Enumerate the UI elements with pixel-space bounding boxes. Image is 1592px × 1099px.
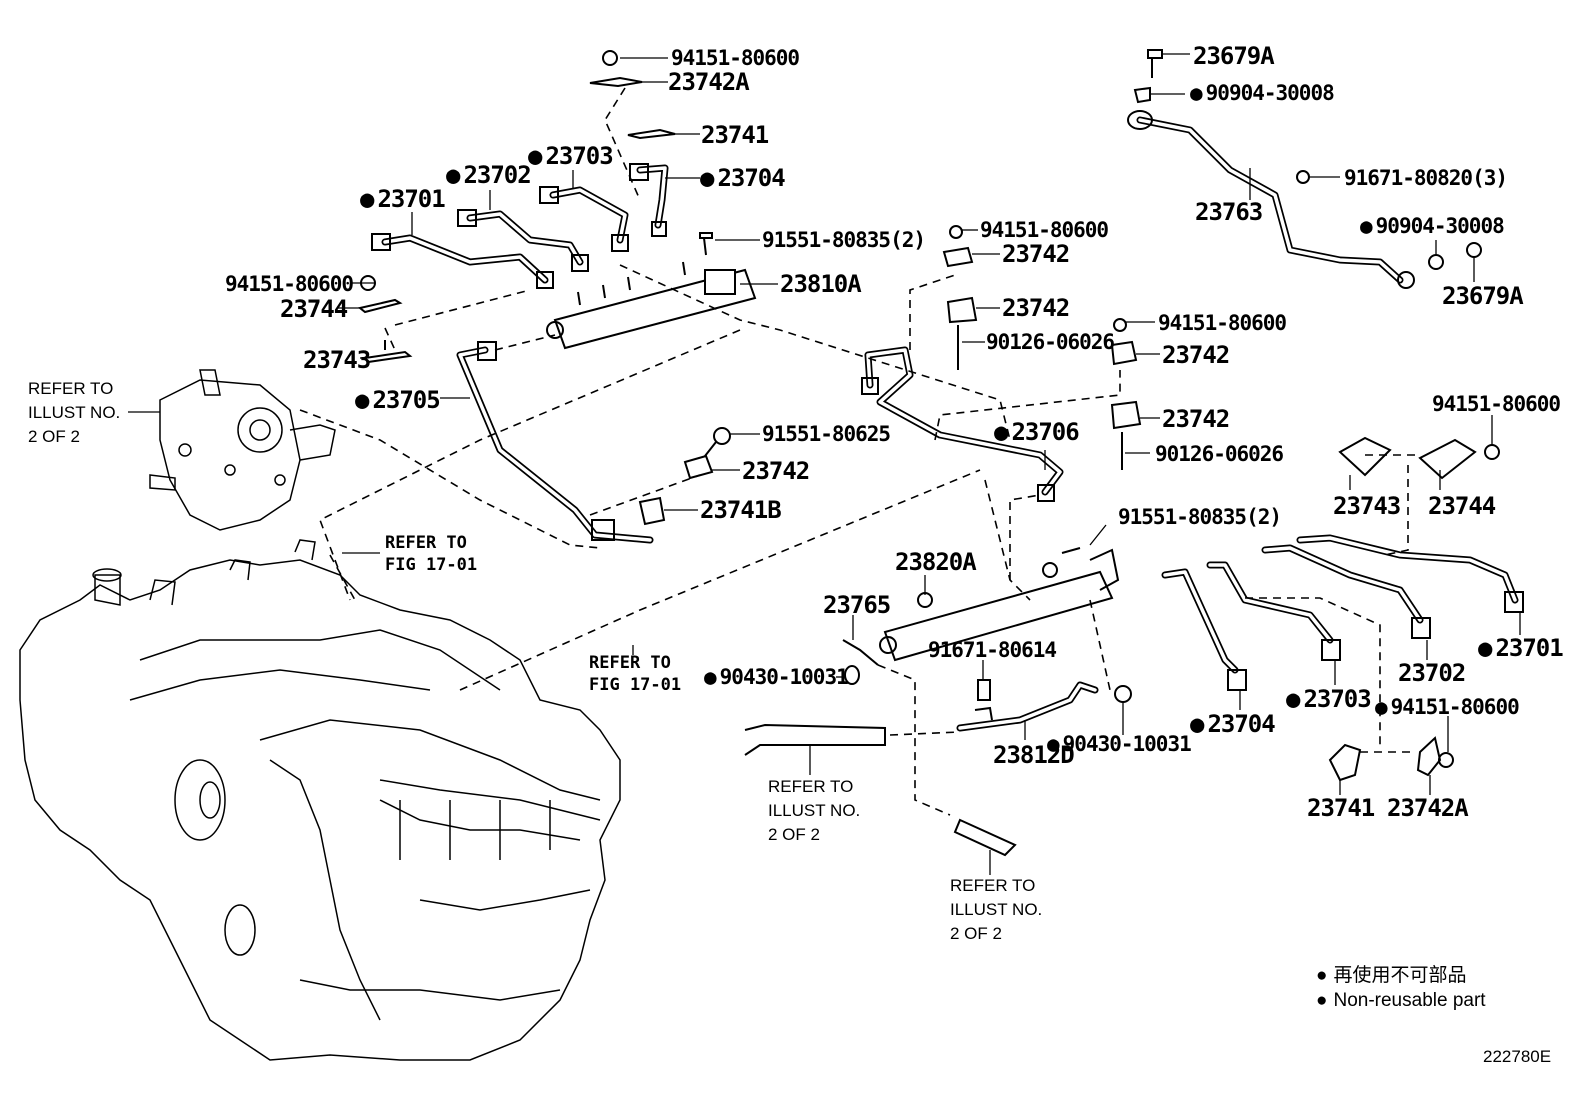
part-label-94151-80600[interactable]: 94151-80600 — [225, 272, 354, 296]
ref-line: REFER TO — [385, 533, 467, 553]
clamp-parts-right-drawing — [1338, 436, 1500, 480]
fitting-23765-drawing — [842, 639, 879, 685]
part-label-23742[interactable]: 23742 — [1002, 240, 1070, 268]
pipe-23763-drawing — [1127, 49, 1482, 289]
clamp-parts-left-drawing — [357, 275, 413, 364]
ref-line: 2 OF 2 — [768, 825, 820, 844]
part-label-91551-80625[interactable]: 91551-80625 — [762, 422, 891, 446]
ref-line: ILLUST NO. — [950, 900, 1043, 919]
part-label-90430-10031[interactable]: 90430-10031 — [1047, 734, 1192, 755]
part-label-23701[interactable]: 23701 — [360, 187, 445, 211]
figure-id: 222780E — [1483, 1047, 1552, 1066]
legend-item-non-reusable: Non-reusable part — [1316, 988, 1485, 1013]
part-label-94151-80600[interactable]: 94151-80600 — [1432, 392, 1561, 416]
ref-line: ILLUST NO. — [768, 801, 861, 820]
part-label-23742A[interactable]: 23742A — [1387, 794, 1469, 822]
supply-pump-illustration — [149, 369, 336, 531]
part-label-94151-80600[interactable]: 94151-80600 — [671, 46, 800, 70]
fig-reference-upper[interactable]: REFER TO FIG 17-01 — [385, 532, 477, 576]
part-label-90904-30008[interactable]: 90904-30008 — [1190, 83, 1335, 104]
part-label-90126-06026[interactable]: 90126-06026 — [986, 330, 1115, 354]
ref-line: REFER TO — [950, 876, 1036, 895]
legend-item-japanese: 再使用不可部品 — [1316, 963, 1486, 988]
fuel-rail-23810A-drawing — [546, 261, 757, 350]
pipe-23812D-drawing — [956, 679, 1132, 732]
engine-block-illustration — [19, 539, 621, 1061]
part-label-23741[interactable]: 23741 — [701, 121, 769, 149]
ref-line: REFER TO — [768, 777, 854, 796]
part-label-23679A[interactable]: 23679A — [1193, 42, 1275, 70]
ref-line: FIG 17-01 — [385, 555, 478, 575]
part-label-23743[interactable]: 23743 — [1333, 492, 1401, 520]
ref-line: REFER TO — [28, 379, 114, 398]
part-label-94151-80600[interactable]: 94151-80600 — [980, 218, 1109, 242]
part-label-23702[interactable]: 23702 — [1398, 659, 1466, 687]
part-label-94151-80600[interactable]: 94151-80600 — [1158, 311, 1287, 335]
injection-pipe-23704-right-drawing — [1161, 568, 1247, 691]
injection-pipe-23702-drawing — [457, 209, 589, 272]
part-label-23744[interactable]: 23744 — [280, 295, 348, 323]
part-label-23705[interactable]: 23705 — [355, 388, 440, 412]
injection-pipe-23703-drawing — [539, 186, 629, 252]
bolt-91551-80835-top-drawing — [699, 232, 713, 256]
part-label-94151-80600[interactable]: 94151-80600 — [1375, 697, 1520, 718]
hose-left-drawing — [744, 723, 886, 756]
part-label-23741[interactable]: 23741 — [1307, 794, 1375, 822]
injection-pipe-23705-drawing — [456, 341, 654, 544]
legend: 再使用不可部品 Non-reusable part — [1316, 963, 1486, 1013]
hose-reference-left: REFER TO ILLUST NO. 2 OF 2 — [768, 775, 860, 847]
ref-line: 2 OF 2 — [28, 427, 80, 446]
ref-line: FIG 17-01 — [589, 675, 682, 695]
part-label-91551-80835[interactable]: 91551-80835(2) — [762, 228, 926, 252]
part-label-23704[interactable]: 23704 — [1190, 712, 1275, 736]
part-label-23706[interactable]: 23706 — [994, 420, 1079, 444]
part-label-23765[interactable]: 23765 — [823, 591, 891, 619]
part-label-23701[interactable]: 23701 — [1478, 636, 1563, 660]
part-label-23703[interactable]: 23703 — [528, 144, 613, 168]
part-label-23744[interactable]: 23744 — [1428, 492, 1496, 520]
clamp-parts-bottom-right-drawing — [1328, 736, 1454, 782]
part-label-90126-06026[interactable]: 90126-06026 — [1155, 442, 1284, 466]
part-label-91671-80614[interactable]: 91671-80614 — [928, 638, 1057, 662]
injection-pipe-23706-drawing — [861, 346, 1064, 502]
part-label-23704[interactable]: 23704 — [700, 166, 785, 190]
part-label-23743[interactable]: 23743 — [303, 346, 371, 374]
part-label-23741B[interactable]: 23741B — [700, 496, 782, 524]
part-label-23810A[interactable]: 23810A — [780, 270, 862, 298]
part-label-23812D[interactable]: 23812D — [993, 741, 1075, 769]
part-label-23742[interactable]: 23742 — [1162, 405, 1230, 433]
clamp-parts-center-drawing — [942, 225, 1142, 470]
clamp-parts-mid-drawing — [638, 427, 731, 526]
injection-pipe-23702-right-drawing — [1261, 544, 1431, 639]
part-label-90430-10031[interactable]: 90430-10031 — [704, 667, 849, 688]
injection-pipe-23704-drawing — [629, 163, 669, 237]
part-label-90904-30008[interactable]: 90904-30008 — [1360, 216, 1505, 237]
injection-pipe-23703-right-drawing — [1206, 561, 1341, 661]
part-label-23763[interactable]: 23763 — [1195, 198, 1263, 226]
hose-reference-right: REFER TO ILLUST NO. 2 OF 2 — [950, 874, 1042, 946]
ref-line: ILLUST NO. — [28, 403, 121, 422]
leader-lines — [338, 53, 1521, 875]
ref-line: REFER TO — [589, 653, 671, 673]
part-label-23742A[interactable]: 23742A — [668, 68, 750, 96]
injection-pipe-23701-drawing — [371, 233, 554, 289]
part-label-91551-80835[interactable]: 91551-80835(2) — [1118, 505, 1282, 529]
injection-pipe-23701-right-drawing — [1296, 534, 1524, 613]
fig-reference-lower[interactable]: REFER TO FIG 17-01 — [589, 652, 681, 696]
part-label-23702[interactable]: 23702 — [446, 163, 531, 187]
part-label-23742[interactable]: 23742 — [1002, 294, 1070, 322]
pump-reference-note: REFER TO ILLUST NO. 2 OF 2 — [28, 377, 120, 449]
clamp-parts-top-drawing — [589, 50, 676, 140]
ref-line: 2 OF 2 — [950, 924, 1002, 943]
part-label-23742[interactable]: 23742 — [742, 457, 810, 485]
assembly-dashed-lines — [299, 87, 1415, 816]
part-label-91671-80820[interactable]: 91671-80820(3) — [1344, 166, 1508, 190]
part-label-23703[interactable]: 23703 — [1286, 687, 1371, 711]
hose-right-drawing — [953, 818, 1017, 857]
part-label-23742[interactable]: 23742 — [1162, 341, 1230, 369]
part-label-23820A[interactable]: 23820A — [895, 548, 977, 576]
part-label-23679A[interactable]: 23679A — [1442, 282, 1524, 310]
